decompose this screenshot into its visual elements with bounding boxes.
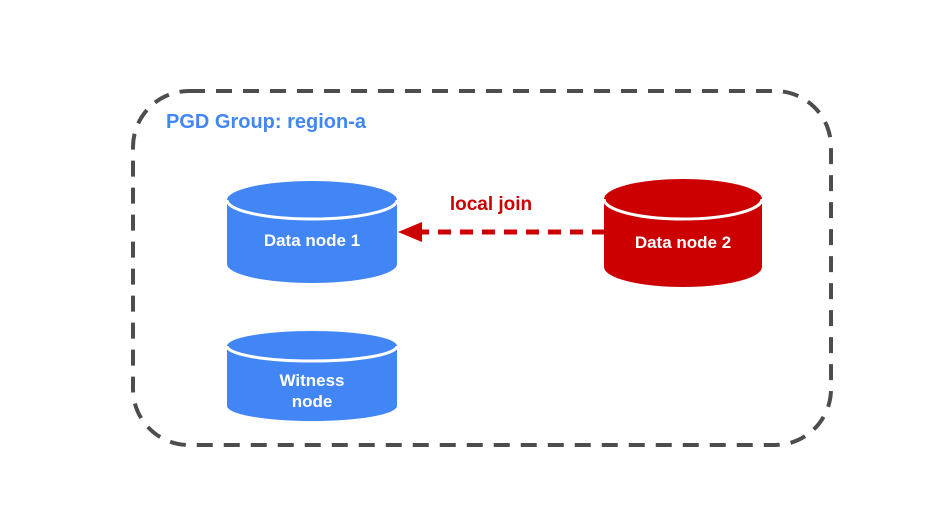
pgd-group-boundary [131, 89, 833, 447]
pgd-group-dashed-rect [131, 89, 833, 447]
cylinder-body [604, 179, 762, 287]
witness-label-line-1: Witness [279, 371, 345, 390]
node-data-node-1: Data node 1 [227, 181, 397, 283]
cylinder-body [227, 181, 397, 283]
node-data-node-2: Data node 2 [604, 179, 762, 287]
witness-label-line-2: node [291, 392, 333, 411]
edge-label-local-join: local join [449, 194, 533, 215]
arrow-head-left-icon [398, 222, 422, 242]
cylinder-body [227, 331, 397, 421]
cylinder-top-arc [604, 198, 762, 221]
database-cylinder-icon [227, 181, 397, 283]
node-label-data-node-1: Data node 1 [263, 231, 361, 250]
node-witness: Witness node [227, 331, 397, 421]
cylinder-top-arc [227, 199, 397, 221]
node-label-witness: Witness node [227, 370, 397, 412]
database-cylinder-icon [604, 179, 762, 287]
database-cylinder-icon [227, 331, 397, 421]
pgd-group-title: PGD Group: region-a [166, 111, 366, 133]
node-label-data-node-2: Data node 2 [634, 233, 732, 252]
cylinder-top-arc [227, 345, 397, 363]
local-join-arrow [398, 222, 605, 242]
